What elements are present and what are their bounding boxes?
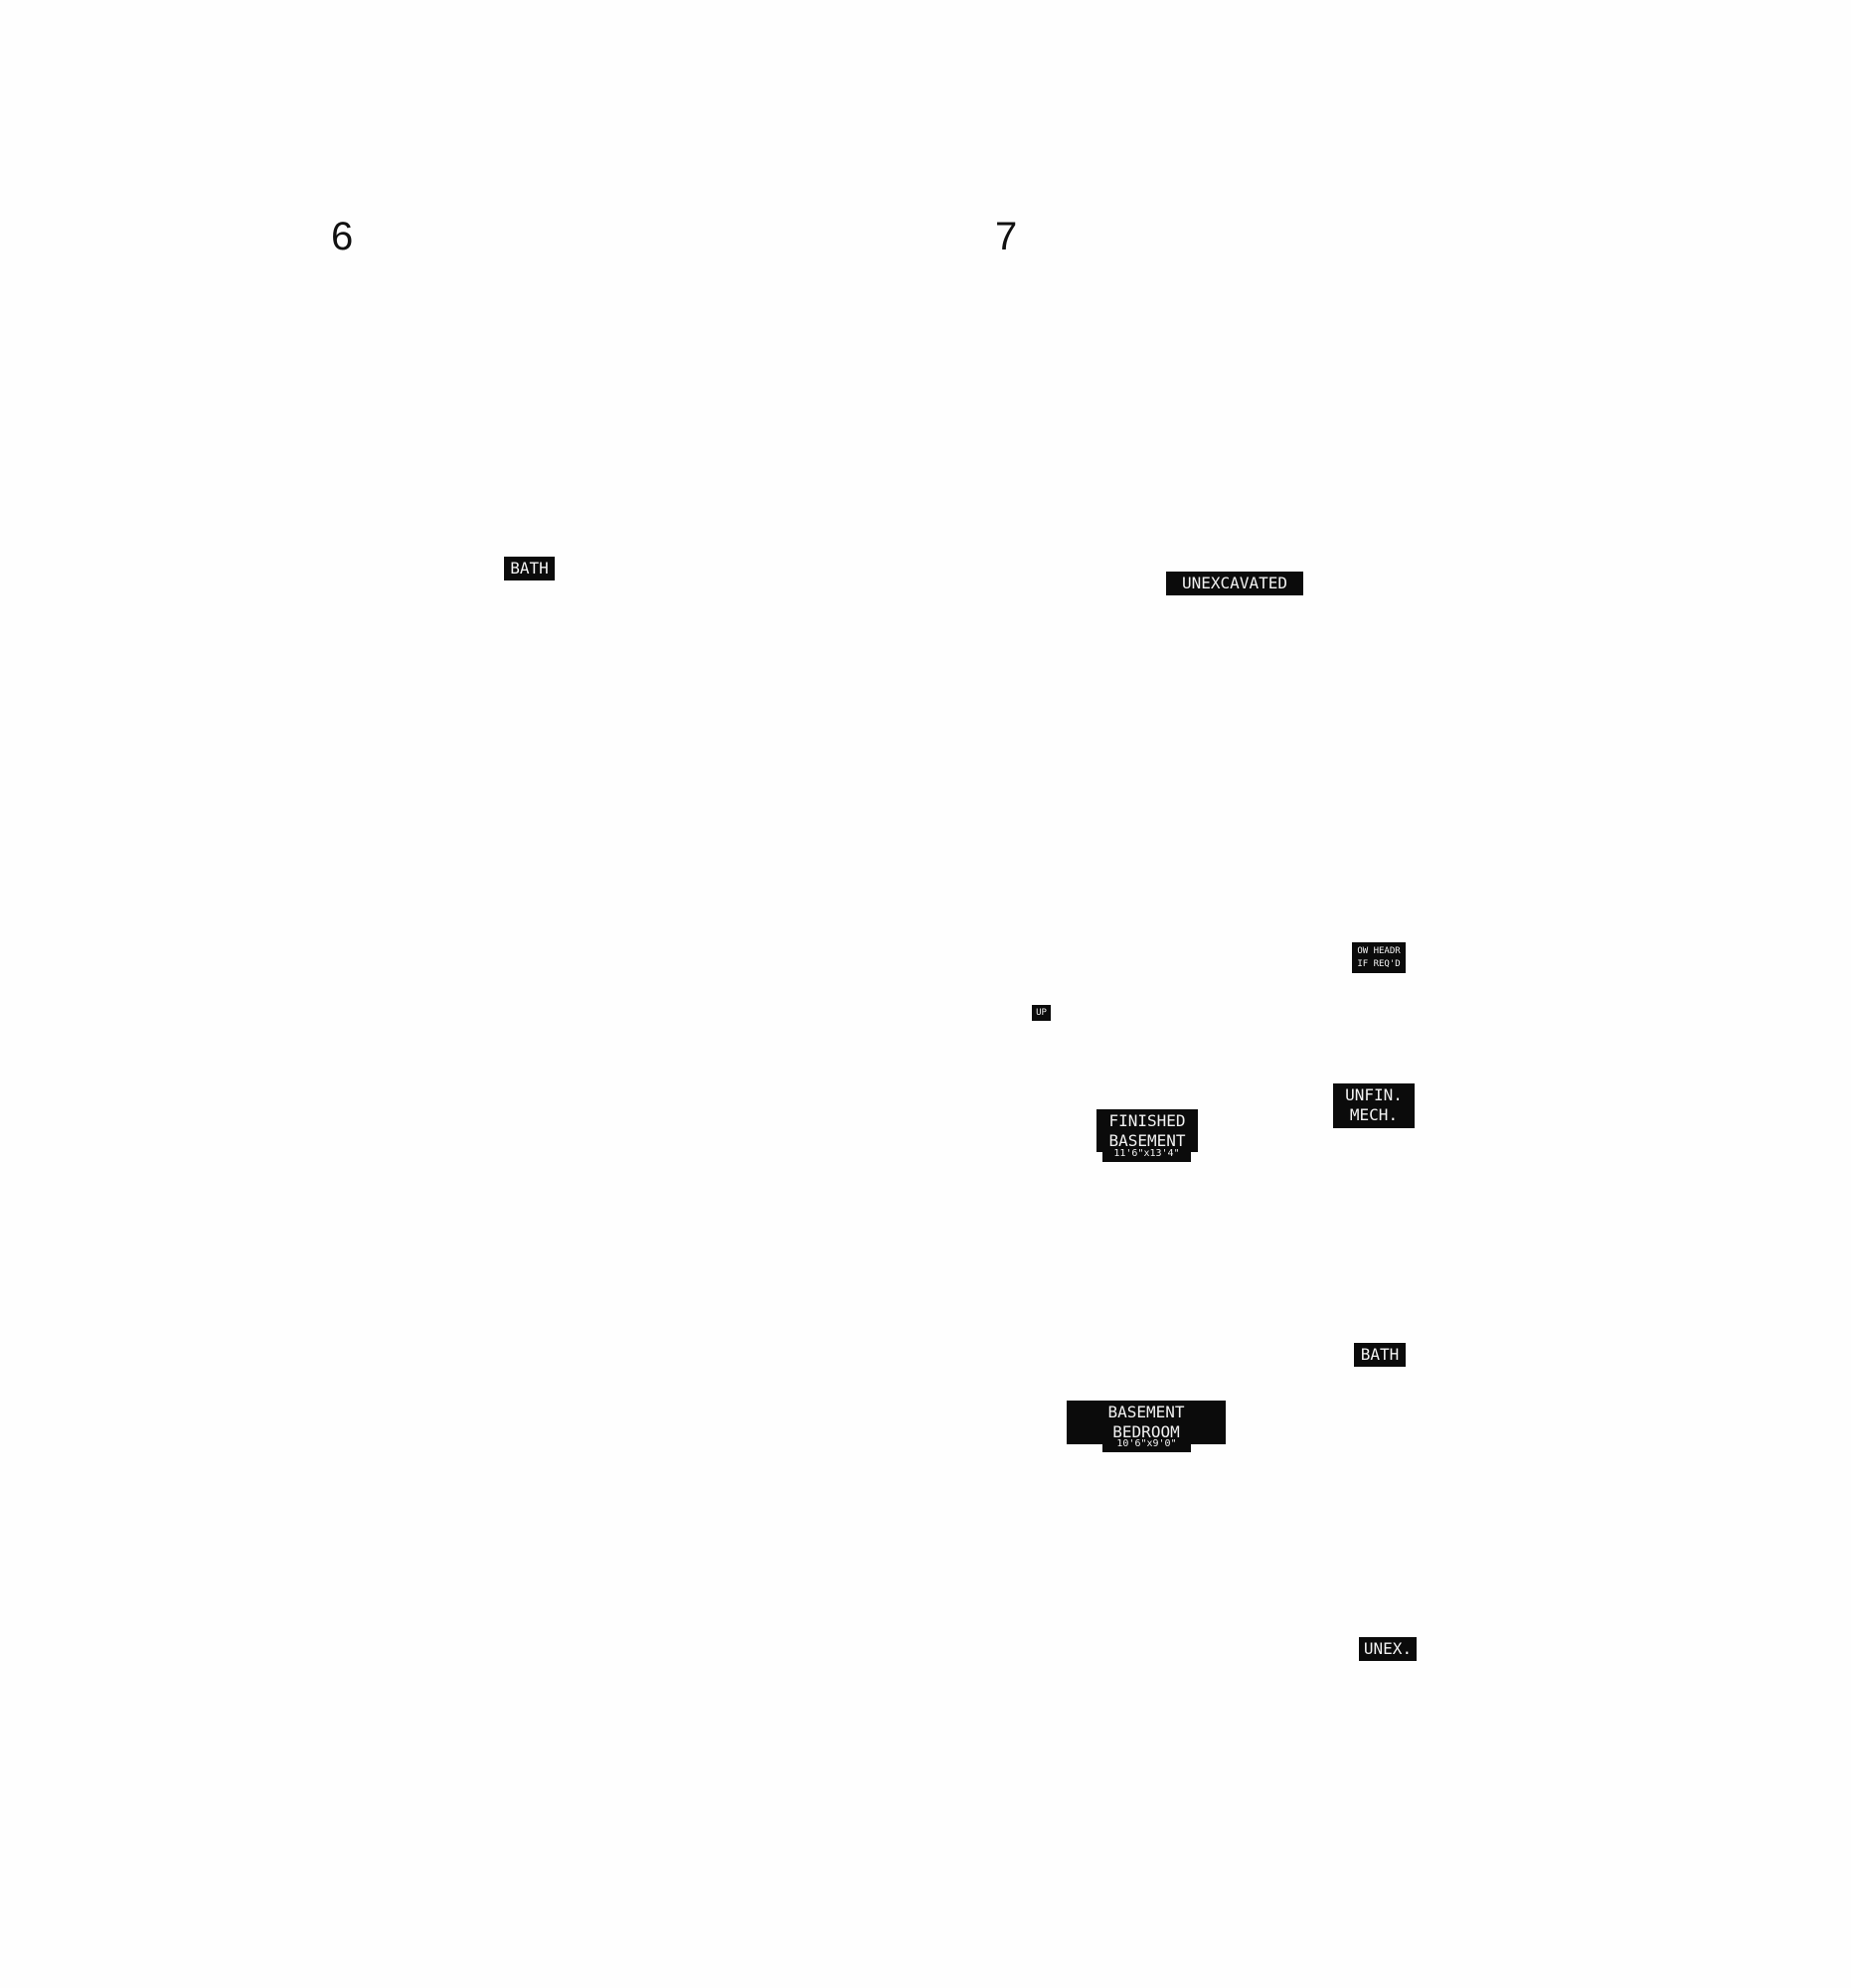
unfin-mech-line2: MECH. [1349, 1105, 1399, 1124]
room-label-bath-page-7: BATH [1354, 1343, 1406, 1367]
room-label-basement-bedroom: BASEMENT BEDROOM [1067, 1401, 1226, 1444]
note-low-headroom-line2: IF REQ'D [1357, 959, 1401, 969]
page-number-6: 6 [331, 215, 354, 258]
note-low-headroom-line1: OW HEADR [1357, 946, 1401, 956]
room-label-finished-basement: FINISHED BASEMENT [1096, 1109, 1198, 1152]
room-label-unfinished-mechanical: UNFIN. MECH. [1333, 1083, 1415, 1128]
basement-bedroom-line2: BEDROOM [1112, 1422, 1180, 1441]
basement-bedroom-line1: BASEMENT [1107, 1403, 1185, 1421]
room-label-bath-page-6: BATH [504, 557, 555, 580]
finished-basement-line1: FINISHED [1108, 1111, 1186, 1130]
basement-bedroom-dimensions: 10'6"x9'0" [1102, 1438, 1191, 1452]
finished-basement-dimensions: 11'6"x13'4" [1102, 1148, 1191, 1162]
room-label-unex: UNEX. [1359, 1637, 1417, 1661]
unfin-mech-line1: UNFIN. [1345, 1085, 1403, 1104]
finished-basement-line2: BASEMENT [1108, 1131, 1186, 1150]
stairs-up-label: UP [1032, 1005, 1051, 1021]
room-label-unexcavated: UNEXCAVATED [1166, 572, 1303, 595]
page-number-7: 7 [995, 215, 1018, 258]
note-low-headroom: OW HEADR IF REQ'D [1352, 942, 1406, 973]
